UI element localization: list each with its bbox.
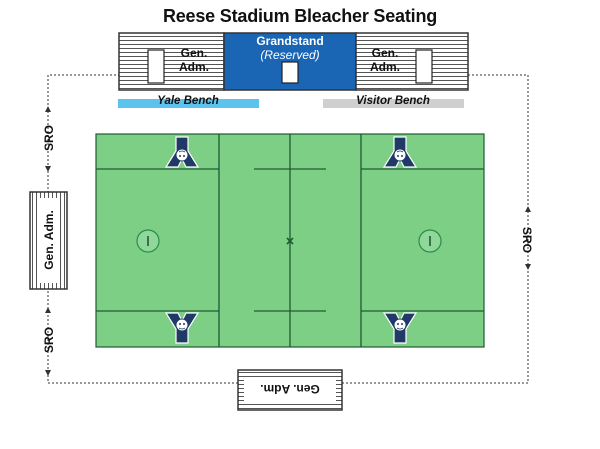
goal-crease-left xyxy=(136,229,160,253)
yale-bench-bar xyxy=(118,99,259,108)
center-mark xyxy=(286,237,294,245)
right-stand-line1: Gen. xyxy=(371,46,399,60)
left-stand-block xyxy=(118,32,225,91)
sro-left-top: SRO xyxy=(42,124,56,151)
south-stand-label: Gen. Adm. xyxy=(260,382,320,396)
sro-arrows-right xyxy=(525,206,531,270)
visitor-bench-label: Visitor Bench xyxy=(356,95,430,107)
yale-bench-label: Yale Bench xyxy=(157,95,219,107)
right-stand-line2: Adm. xyxy=(370,60,400,74)
grandstand-label: Grandstand (Reserved) xyxy=(224,34,356,62)
field-lines xyxy=(96,134,484,347)
grandstand-note: (Reserved) xyxy=(260,48,320,62)
right-stand-label: Gen. Adm. xyxy=(360,46,410,74)
left-stand-slot xyxy=(147,49,165,84)
left-stand-label: Gen. Adm. xyxy=(170,46,218,74)
west-stand-label: Gen. Adm. xyxy=(42,210,56,270)
right-stand-slot xyxy=(415,49,433,84)
left-stand-line1: Gen. xyxy=(180,46,208,60)
sro-arrows-left xyxy=(45,106,51,376)
visitor-bench-bar xyxy=(323,99,464,108)
left-stand-line2: Adm. xyxy=(179,60,209,74)
grandstand-slot xyxy=(281,61,299,84)
right-stand-block xyxy=(355,32,469,91)
sro-right: SRO xyxy=(520,227,534,254)
goal-crease-right xyxy=(418,229,442,253)
grandstand-name: Grandstand xyxy=(256,34,324,48)
sro-left-bottom: SRO xyxy=(42,326,56,353)
map-title: Reese Stadium Bleacher Seating xyxy=(162,6,438,26)
